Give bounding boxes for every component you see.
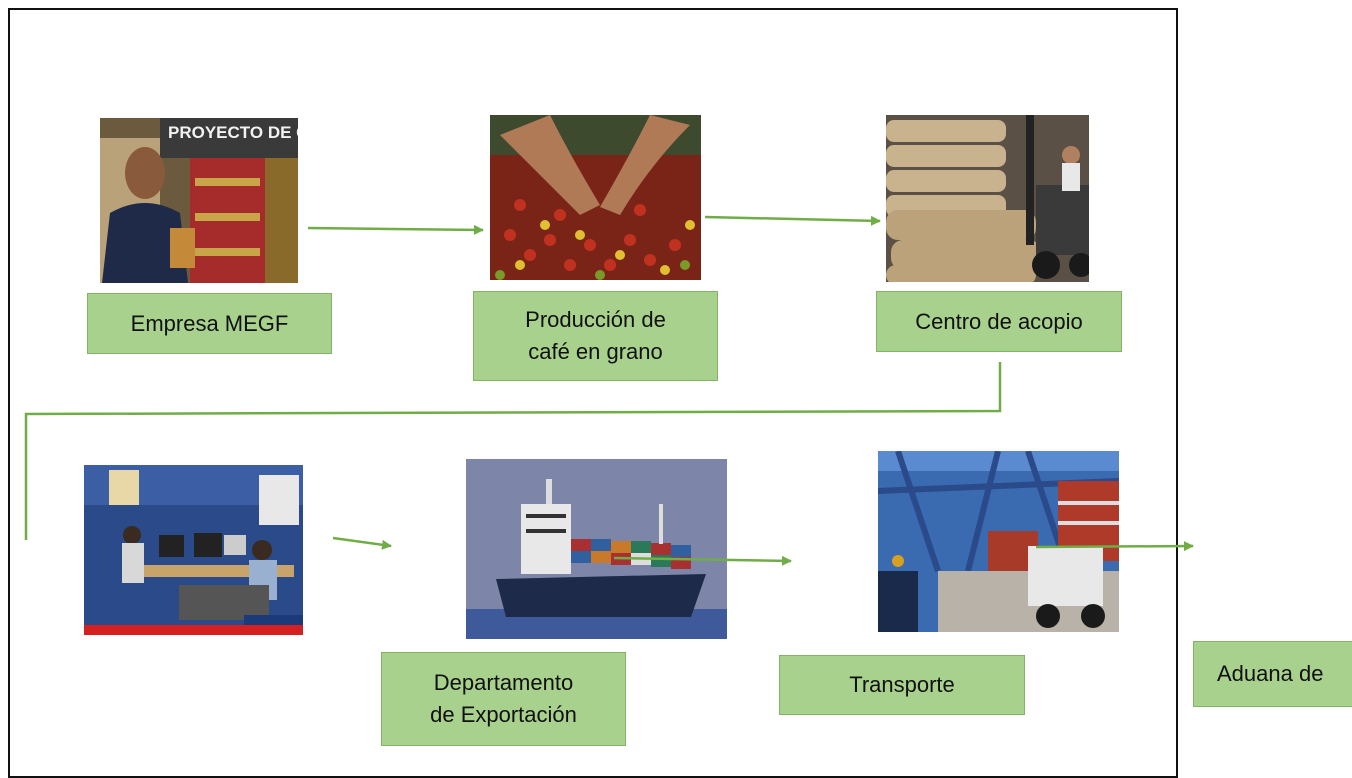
office-photo (84, 465, 303, 635)
step-empresa-box: Empresa MEGF (87, 293, 332, 354)
step-acopio-box: Centro de acopio (876, 291, 1122, 352)
empresa-photo: PROYECTO DE CA (100, 118, 298, 283)
warehouse-sacks-photo (886, 115, 1089, 282)
step-transporte-label: Transporte (849, 672, 955, 697)
step-departamento-box: Departamento de Exportación (381, 652, 626, 746)
container-ship-photo (466, 459, 727, 639)
step-empresa-label: Empresa MEGF (130, 310, 289, 336)
banner-text: PROYECTO DE CA (168, 123, 298, 142)
step-produccion-box: Producción de café en grano (473, 291, 718, 381)
step-transporte-box: Transporte (779, 655, 1025, 715)
port-transport-photo (878, 451, 1119, 632)
step-departamento-label: Departamento de Exportación (430, 670, 577, 727)
step-aduana-label: Aduana de (1217, 661, 1324, 686)
step-acopio-label: Centro de acopio (915, 308, 1083, 334)
coffee-cherries-photo (490, 115, 701, 280)
step-aduana-box: Aduana de (1193, 641, 1352, 707)
step-produccion-label: Producción de café en grano (525, 307, 666, 364)
